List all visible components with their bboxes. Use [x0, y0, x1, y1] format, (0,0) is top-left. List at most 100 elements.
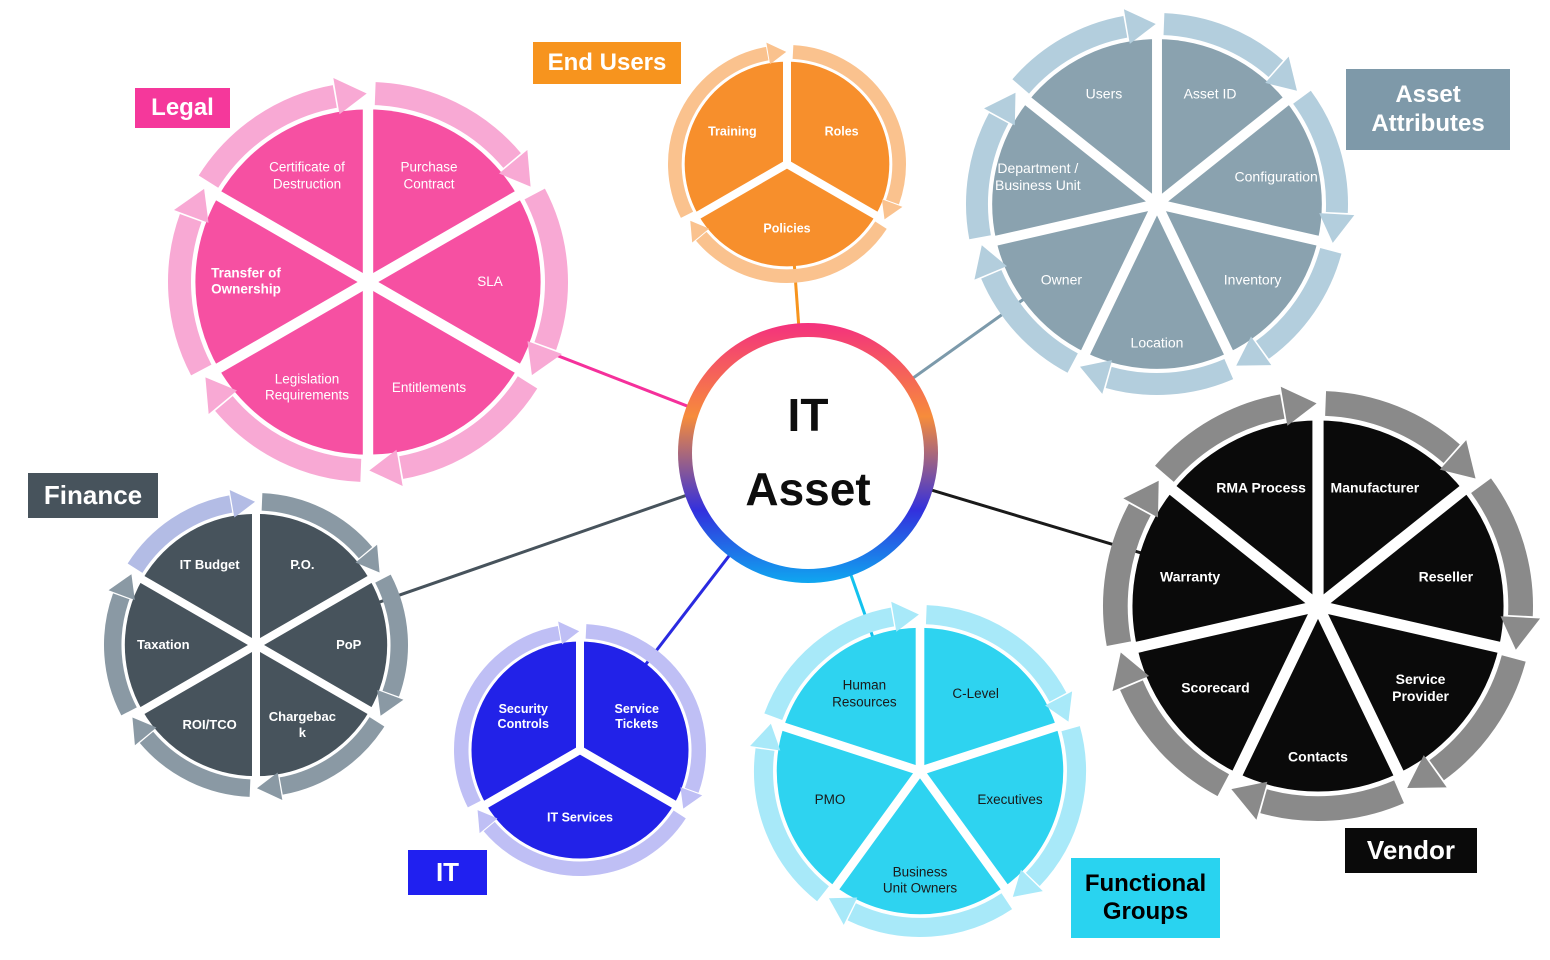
legal-wheel	[168, 78, 568, 486]
legal-segment-divider	[365, 190, 521, 287]
asset_attributes-segment-divider	[1080, 201, 1162, 356]
center-title: IT Asset	[745, 389, 871, 515]
finance-segment-divider	[254, 641, 373, 715]
vendor-segment	[1237, 606, 1399, 792]
functional_groups-segment-divider	[781, 722, 922, 776]
functional_groups-segment-divider	[916, 768, 1009, 891]
functional_groups-rim-arrowhead	[828, 897, 858, 925]
functional_groups-rim-arrow-arc	[754, 748, 830, 902]
legal-rim-arrow-arc	[198, 85, 338, 188]
end_users-rim-arrowhead	[766, 42, 787, 65]
asset_attributes-segment	[992, 101, 1157, 241]
vendor-rim-arrowhead	[1231, 781, 1268, 820]
asset_attributes-segment	[1157, 39, 1286, 205]
asset_attributes-rim-arrow-arc	[981, 269, 1079, 373]
asset_attributes-segment-divider	[994, 199, 1159, 246]
vendor-segment-divider	[1232, 603, 1324, 777]
finance-segment	[142, 513, 256, 645]
vendor-rim-arrow-arc	[1429, 655, 1526, 781]
it-badge: IT	[408, 850, 487, 895]
finance-segment	[256, 513, 370, 645]
asset_attributes-segment-divider	[1024, 96, 1161, 208]
asset_attributes-wheel	[966, 9, 1355, 395]
finance-rim-arrow-arc	[375, 574, 408, 697]
end_users-badge: End Users	[533, 42, 681, 84]
legal-badge: Legal	[135, 88, 230, 128]
asset_attributes-rim-arrowhead	[984, 92, 1016, 126]
finance-rim-arrowhead	[355, 544, 380, 573]
asset_attributes-segment	[1157, 204, 1318, 353]
vendor-rim-arrow-arc	[1470, 478, 1533, 617]
center-circle: IT Asset	[692, 337, 924, 569]
legal-rim-arrow-arc	[168, 214, 212, 376]
asset_attributes-badge: Asset Attributes	[1346, 69, 1510, 150]
it-segment-divider	[483, 746, 583, 809]
finance-segment	[256, 579, 388, 711]
legal-segment-divider	[215, 277, 371, 374]
vendor-segment-divider	[1312, 603, 1404, 777]
finance-rim-arrow-arc	[279, 716, 385, 795]
asset_attributes-segment-divider	[1155, 199, 1320, 246]
it-rim-arrow-arc	[483, 810, 686, 876]
legal-rim-arrowhead	[205, 377, 238, 414]
end_users-rim-arrow-arc	[696, 221, 887, 283]
finance-segment	[142, 645, 256, 777]
finance-segment-divider	[254, 575, 373, 649]
end_users-segment-divider	[695, 160, 790, 220]
vendor-rim-arrow-arc	[1155, 394, 1285, 483]
finance-badge: Finance	[28, 473, 158, 518]
finance-wheel	[104, 489, 408, 801]
finance-rim-arrow-arc	[139, 731, 251, 797]
vendor-segment	[1137, 606, 1318, 774]
it-rim-arrow-arc	[585, 624, 706, 793]
functional_groups-rim-arrowhead	[1045, 691, 1073, 722]
it-rim-arrowhead	[558, 621, 580, 645]
functional_groups-segment	[776, 726, 920, 887]
legal-rim-arrowhead	[527, 341, 562, 376]
vendor-segment-divider	[1168, 485, 1322, 611]
legal-rim-arrow-arc	[374, 82, 521, 169]
functional_groups-rim-arrowhead	[750, 723, 781, 751]
legal-rim-arrowhead	[333, 78, 367, 115]
functional_groups-segment-divider	[918, 722, 1059, 776]
asset_attributes-rim-arrowhead	[1265, 56, 1297, 91]
vendor-rim-arrow-arc	[1120, 680, 1230, 797]
it-rim-arrowhead	[477, 810, 498, 834]
asset_attributes-rim-arrow-arc	[1105, 358, 1234, 395]
vendor-rim-arrowhead	[1439, 440, 1476, 479]
finance-rim-arrow-arc	[127, 495, 233, 574]
asset_attributes-segment	[1085, 204, 1229, 369]
finance-rim-arrowhead	[132, 717, 157, 746]
end_users-rim-arrowhead	[690, 220, 710, 243]
asset_attributes-rim-arrow-arc	[966, 113, 1009, 240]
vendor-rim-arrow-arc	[1103, 503, 1151, 646]
asset_attributes-segment	[1157, 101, 1322, 241]
it-rim-arrow-arc	[454, 625, 561, 808]
functional_groups-segment-divider	[831, 768, 924, 891]
vendor-segment-divider	[1314, 485, 1468, 611]
vendor-rim-arrowhead	[1500, 616, 1541, 650]
legal-rim-arrowhead	[174, 188, 209, 223]
vendor-segment-divider	[1134, 600, 1320, 653]
legal-segment	[195, 195, 368, 369]
functional_groups-rim-arrow-arc	[1025, 726, 1086, 887]
functional_groups-rim-arrow-arc	[925, 605, 1067, 702]
asset_attributes-rim-arrowhead	[1123, 9, 1156, 44]
it-wheel	[454, 621, 706, 876]
legal-rim-arrow-arc	[215, 395, 362, 482]
asset_attributes-segment-divider	[1152, 201, 1234, 356]
it-rim-arrowhead	[680, 787, 703, 809]
vendor-rim-arrow-arc	[1260, 780, 1404, 821]
legal-segment-divider	[365, 277, 521, 374]
finance-segment-divider	[139, 575, 258, 649]
legal-rim-arrowhead	[498, 150, 531, 187]
functional_groups-wheel	[750, 601, 1086, 937]
vendor-segment	[1132, 490, 1318, 648]
finance-rim-arrowhead	[257, 772, 283, 801]
end_users-rim-arrow-arc	[668, 46, 769, 218]
end_users-segment-divider	[785, 160, 879, 220]
vendor-segment-divider	[1316, 600, 1502, 653]
functional_groups-badge: Functional Groups	[1071, 858, 1220, 938]
vendor-segment	[1318, 606, 1499, 774]
legal-segment	[368, 195, 541, 369]
